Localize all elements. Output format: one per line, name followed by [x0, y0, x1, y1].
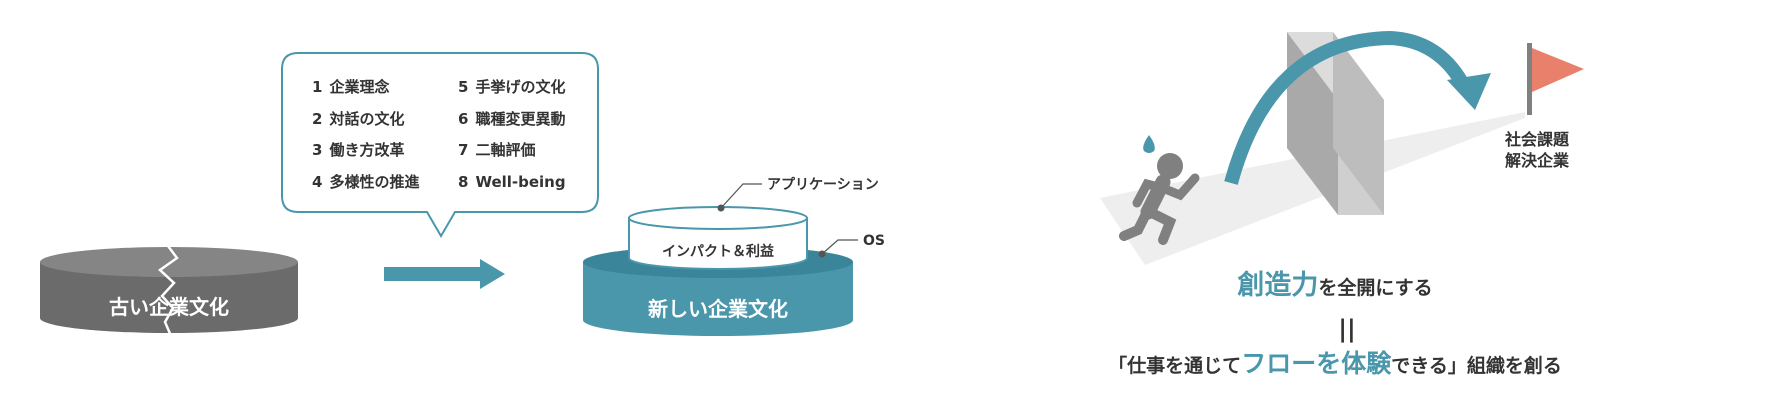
goal-flag-icon — [1527, 43, 1584, 115]
sweat-drop-icon — [1143, 135, 1155, 153]
new-culture-cylinder: 新しい企業文化 インパクト＆利益 アプリケーション OS — [583, 177, 885, 336]
crack-line — [158, 245, 179, 337]
running-person-icon — [1119, 153, 1200, 245]
callout-os: OS — [863, 233, 885, 249]
old-culture-label: 古い企業文化 — [109, 295, 229, 319]
goal-label-line2: 解決企業 — [1505, 151, 1570, 170]
goal-label-line1: 社会課題 — [1504, 130, 1570, 149]
jump-arrow-icon — [1224, 30, 1491, 185]
new-culture-label: 新しい企業文化 — [648, 297, 788, 321]
bubble-outline — [281, 52, 599, 238]
callout-application: アプリケーション — [767, 177, 879, 193]
mission-statement: 「仕事を通じてフローを体験できる」組織を創る — [1108, 349, 1562, 378]
equals-mark: || — [1338, 315, 1356, 343]
wall-icon — [1287, 32, 1384, 215]
mission-close: できる」組織を創る — [1391, 354, 1562, 377]
headline-rest: を全開にする — [1318, 276, 1432, 299]
old-culture-cylinder: 古い企業文化 — [40, 245, 298, 337]
mission-open: 「仕事を通じて — [1108, 354, 1241, 377]
jump-illustration: 社会課題 解決企業 — [1100, 30, 1584, 265]
impact-profit-label: インパクト＆利益 — [662, 243, 774, 260]
floor-beam — [1100, 112, 1525, 265]
mission-emphasis: フローを体験 — [1241, 349, 1392, 378]
headline-emphasis: 創造力 — [1237, 270, 1318, 301]
headline: 創造力を全開にする — [1237, 270, 1432, 301]
transition-arrow-icon — [384, 259, 505, 289]
